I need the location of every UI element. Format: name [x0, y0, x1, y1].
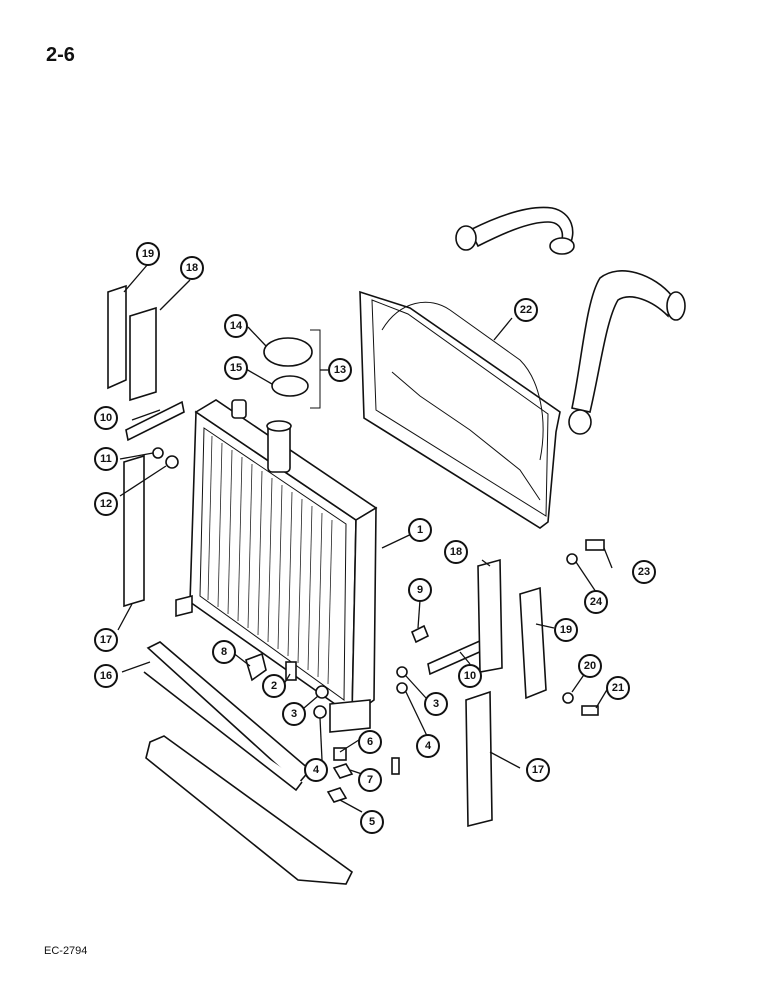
drain-plug	[245, 652, 267, 682]
svg-text:9: 9	[417, 584, 423, 596]
callout-4b: 4	[416, 734, 440, 758]
svg-text:8: 8	[221, 646, 227, 658]
bracket-left	[107, 284, 127, 390]
svg-text:5: 5	[369, 816, 375, 828]
svg-text:6: 6	[367, 736, 373, 748]
callout-3b: 3	[424, 692, 448, 716]
callout-24: 24	[584, 590, 608, 614]
callout-20: 20	[578, 654, 602, 678]
washer-24	[566, 553, 578, 565]
washer-4a	[313, 705, 327, 719]
callout-10a: 10	[94, 406, 118, 430]
svg-text:19: 19	[142, 248, 154, 260]
insulator-strip-right	[465, 690, 493, 828]
spacer-6	[333, 747, 347, 761]
mount-pad-right	[477, 558, 503, 673]
svg-text:14: 14	[230, 320, 243, 332]
callout-23: 23	[632, 560, 656, 584]
svg-text:3: 3	[291, 708, 297, 720]
callout-7: 7	[358, 768, 382, 792]
svg-text:22: 22	[520, 304, 532, 316]
svg-text:13: 13	[334, 364, 346, 376]
plate-7	[332, 763, 354, 779]
callout-9: 9	[408, 578, 432, 602]
cap-group-bracket	[310, 329, 321, 409]
callout-15: 15	[224, 356, 248, 380]
svg-text:12: 12	[100, 498, 112, 510]
svg-text:18: 18	[450, 546, 462, 558]
page-number: 2-6	[46, 44, 75, 66]
svg-text:1: 1	[417, 524, 423, 536]
svg-text:4: 4	[313, 764, 320, 776]
callout-2: 2	[262, 674, 286, 698]
bracket-right	[519, 586, 547, 700]
svg-text:18: 18	[186, 262, 198, 274]
callout-19b: 19	[554, 618, 578, 642]
bolt-21	[581, 705, 599, 716]
svg-text:2: 2	[271, 680, 277, 692]
svg-text:21: 21	[612, 682, 624, 694]
svg-text:4: 4	[425, 740, 432, 752]
callout-3a: 3	[282, 702, 306, 726]
svg-text:7: 7	[367, 774, 373, 786]
washer-20	[562, 692, 574, 704]
insulator-strip-left	[123, 454, 145, 608]
svg-text:24: 24	[590, 596, 603, 608]
radiator	[175, 399, 378, 733]
callout-14: 14	[224, 314, 248, 338]
lower-hose	[568, 270, 686, 435]
fan-shroud	[359, 290, 561, 529]
callout-22: 22	[514, 298, 538, 322]
callout-5: 5	[360, 810, 384, 834]
radiator-cap	[263, 337, 313, 367]
bottom-channel	[145, 735, 354, 885]
washer-3b	[396, 666, 408, 678]
callout-12: 12	[94, 492, 118, 516]
callout-17a: 17	[94, 628, 118, 652]
callout-11: 11	[94, 447, 118, 471]
washer-3a	[315, 685, 329, 699]
document-code: EC-2794	[44, 945, 88, 957]
callout-4a: 4	[304, 758, 328, 782]
upper-hose	[455, 206, 575, 255]
bolt-23	[585, 539, 605, 551]
callout-19a: 19	[136, 242, 160, 266]
washer-left	[152, 447, 164, 459]
svg-text:11: 11	[100, 453, 112, 465]
callout-18b: 18	[444, 540, 468, 564]
radiator-fins	[207, 435, 333, 685]
svg-text:3: 3	[433, 698, 439, 710]
svg-text:15: 15	[230, 362, 242, 374]
mount-pad-left	[129, 306, 157, 402]
callout-17b: 17	[526, 758, 550, 782]
callout-6: 6	[358, 730, 382, 754]
svg-text:10: 10	[100, 412, 112, 424]
callout-8: 8	[212, 640, 236, 664]
nut-left	[165, 455, 179, 469]
washer-4b	[396, 682, 408, 694]
leader-lines	[117, 263, 613, 813]
callout-21: 21	[606, 676, 630, 700]
callout-10b: 10	[458, 664, 482, 688]
fitting-9	[410, 624, 430, 644]
svg-text:10: 10	[464, 670, 476, 682]
callout-18a: 18	[180, 256, 204, 280]
svg-text:19: 19	[560, 624, 572, 636]
svg-text:16: 16	[100, 670, 112, 682]
svg-text:23: 23	[638, 566, 650, 578]
bolt-2	[285, 661, 297, 681]
callout-1: 1	[408, 518, 432, 542]
svg-text:17: 17	[532, 764, 544, 776]
svg-text:20: 20	[584, 660, 596, 672]
callout-13: 13	[328, 358, 352, 382]
svg-text:17: 17	[100, 634, 112, 646]
callout-16: 16	[94, 664, 118, 688]
strap-left	[125, 400, 185, 442]
plate-5	[326, 787, 348, 803]
stud-7	[391, 757, 400, 775]
cap-seal	[271, 375, 309, 397]
